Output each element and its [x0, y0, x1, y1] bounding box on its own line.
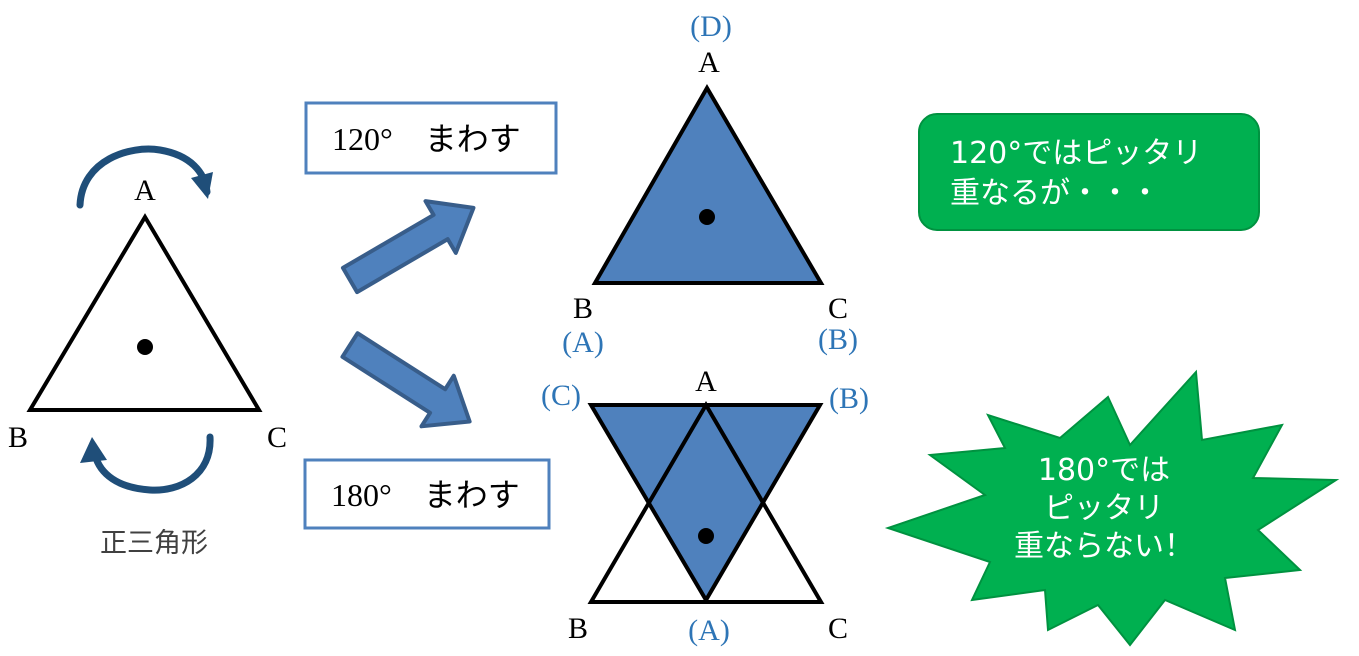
callout-120-line-2: 重なるが・・・ — [950, 176, 1160, 211]
vertex-label-c: C — [828, 612, 848, 645]
original-label-right: (B) — [829, 382, 869, 415]
original-outline-triangle — [587, 401, 825, 604]
original-label-b: (A) — [562, 326, 604, 359]
rotation-center-dot — [137, 339, 153, 355]
vertex-label-c: C — [828, 292, 848, 325]
rotated-180-triangle — [587, 403, 824, 604]
rotate-120-box: 120° まわす — [304, 101, 558, 175]
callout-180-line-1: 180°では — [1038, 453, 1170, 488]
shape-caption: 正三角形 — [100, 528, 208, 559]
vertex-label-a: A — [695, 365, 717, 398]
original-label-c: (B) — [818, 323, 858, 356]
rotated-180-triangle-group: (C) A (B) B (A) C — [541, 365, 869, 647]
original-label-top: (D) — [690, 10, 732, 43]
original-label-bottom: (A) — [688, 614, 730, 647]
original-triangle-group: A B C 正三角形 — [8, 145, 287, 559]
starburst-shape — [884, 369, 1340, 647]
rotation-center-dot — [699, 209, 715, 225]
rotated-120-triangle — [591, 84, 825, 285]
vertex-label-b: B — [568, 612, 588, 645]
rotate-180-label: 180° まわす — [331, 477, 520, 513]
vertex-label-b: B — [573, 292, 593, 325]
rotation-center-dot — [698, 528, 714, 544]
callout-180-line-2: ピッタリ — [1044, 491, 1164, 526]
rotate-180-box: 180° まわす — [303, 458, 551, 530]
original-triangle — [26, 213, 263, 412]
rotation-arrow-bottom-icon — [91, 433, 214, 494]
vertex-label-a: A — [134, 174, 156, 207]
callout-180-nomatch: 180°では ピッタリ 重ならない！ — [884, 369, 1340, 647]
callout-180-line-3: 重ならない！ — [1014, 529, 1194, 564]
arrow-to-120-icon — [340, 199, 476, 295]
arrow-to-180-icon — [340, 331, 472, 429]
rotated-120-triangle-group: (D) A B C (A) (B) — [562, 10, 858, 359]
vertex-label-a: A — [698, 46, 720, 79]
vertex-label-b: B — [8, 421, 28, 454]
callout-120-match: 120°ではピッタリ 重なるが・・・ — [918, 113, 1260, 231]
rotation-arrow-top-head-icon — [191, 172, 213, 199]
rotation-arrow-bottom-head-icon — [80, 437, 107, 463]
rotation-arrow-top-icon — [76, 145, 211, 209]
callout-120-line-1: 120°ではピッタリ — [950, 136, 1202, 171]
vertex-label-c: C — [267, 421, 287, 454]
original-label-left: (C) — [541, 379, 581, 412]
rotate-120-label: 120° まわす — [332, 121, 521, 157]
